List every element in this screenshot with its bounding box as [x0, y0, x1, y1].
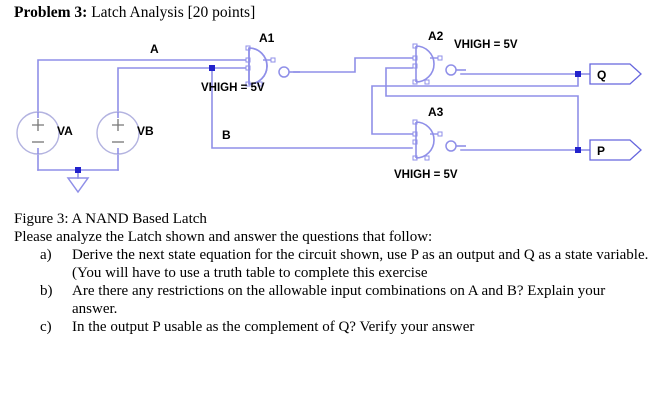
va-plus-icon: [32, 119, 44, 131]
a2-pin: [412, 79, 418, 85]
a2-vhigh-label: VHIGH = 5V: [454, 39, 518, 51]
a1-pin: [245, 57, 251, 63]
output-port-p: P: [589, 139, 642, 161]
a2-pin: [412, 55, 418, 61]
question-marker-c: c): [40, 319, 52, 335]
a1-body: [248, 47, 268, 85]
a1-vhigh-label: VHIGH = 5V: [201, 82, 265, 94]
a2-label: A2: [428, 29, 444, 43]
net-label-a: A: [150, 42, 159, 56]
output-port-q: Q: [589, 63, 642, 85]
a3-pin: [412, 119, 418, 125]
ground-icon: [66, 177, 90, 194]
question-body-a: Derive the next state equation for the c…: [72, 247, 649, 281]
wire-b-rail: [211, 67, 413, 149]
circuit-schematic: VA VB: [0, 26, 662, 206]
question-body-c: In the output P usable as the complement…: [72, 319, 475, 335]
question-list: a) Derive the next state equation for th…: [40, 247, 650, 338]
wire-vb-to-node: [117, 67, 213, 113]
a3-label: A3: [428, 105, 444, 119]
nand-gate-a3: A3 VHIGH = 5V: [394, 105, 466, 181]
voltage-source-va: VA: [16, 111, 73, 155]
a2-pin: [437, 55, 443, 61]
page-title: Problem 3: Latch Analysis [20 points]: [14, 4, 255, 22]
wire-q-feedback: [371, 73, 579, 135]
a1-pin: [245, 81, 251, 87]
question-marker-a: a): [40, 247, 52, 263]
figure-caption: Figure 3: A NAND Based Latch: [14, 211, 207, 227]
problem-number: Problem 3:: [14, 4, 88, 21]
question-item-c: c) In the output P usable as the complem…: [40, 319, 650, 337]
wire-a1-out: [293, 57, 413, 73]
question-item-a: a) Derive the next state equation for th…: [40, 247, 650, 282]
nand-gate-a1: A1 VHIGH = 5V: [201, 31, 300, 94]
nand-gate-a2: A2 VHIGH = 5V: [412, 29, 518, 85]
q-port-shape: [589, 63, 642, 85]
problem-title: Latch Analysis [20 points]: [87, 4, 256, 21]
junction-node-p: [575, 147, 581, 153]
a1-inversion-bubble: [278, 66, 290, 78]
a2-pin: [412, 63, 418, 69]
question-marker-b: b): [40, 283, 53, 299]
vb-plus-icon: [112, 119, 124, 131]
question-item-b: b) Are there any restrictions on the all…: [40, 283, 650, 318]
p-port-label: P: [597, 144, 605, 158]
p-port-shape: [589, 139, 642, 161]
a3-pin: [412, 155, 418, 161]
junction-node-ground: [75, 167, 81, 173]
instruction-text: Please analyze the Latch shown and answe…: [14, 229, 433, 245]
a3-pin: [412, 131, 418, 137]
voltage-source-vb: VB: [96, 111, 154, 155]
vb-circle: [96, 111, 140, 155]
a3-pin: [424, 155, 430, 161]
a1-pin: [257, 81, 263, 87]
a2-pin: [424, 79, 430, 85]
a1-pin: [245, 65, 251, 71]
junction-node-b: [209, 65, 215, 71]
vb-label: VB: [137, 124, 154, 138]
va-label: VA: [57, 124, 73, 138]
a3-pin: [437, 131, 443, 137]
a3-vhigh-label: VHIGH = 5V: [394, 169, 458, 181]
va-circle: [16, 111, 60, 155]
a2-pin: [412, 43, 418, 49]
net-label-b: B: [222, 128, 231, 142]
a3-pin: [412, 139, 418, 145]
a2-inversion-bubble: [445, 64, 457, 76]
q-port-label: Q: [597, 68, 606, 82]
wire-va-to-a1: [37, 59, 246, 113]
a1-pin: [245, 45, 251, 51]
a1-pin: [270, 57, 276, 63]
a3-inversion-bubble: [445, 140, 457, 152]
wire-p-feedback: [385, 67, 579, 151]
junction-node-q: [575, 71, 581, 77]
question-body-b: Are there any restrictions on the allowa…: [72, 283, 606, 317]
a1-label: A1: [259, 31, 275, 45]
